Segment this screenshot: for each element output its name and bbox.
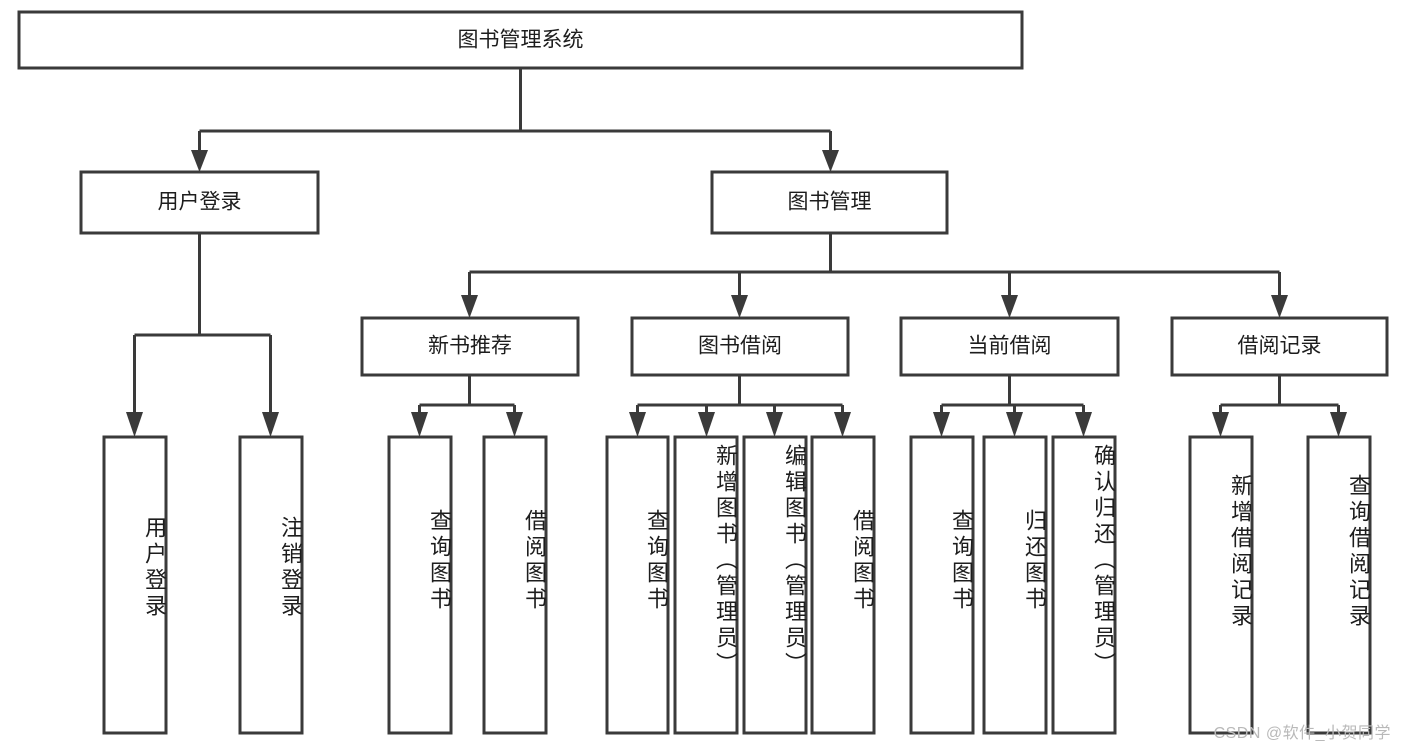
arrow-head-borrow-record — [1271, 295, 1288, 318]
node-box-leaf-edit-book[interactable] — [742, 435, 808, 735]
arrow-head-leaf-borrow-book — [834, 412, 851, 437]
node-box-leaf-logout[interactable] — [238, 435, 304, 735]
node-box-leaf-add-book[interactable] — [673, 435, 739, 735]
arrow-head-book-manage — [822, 150, 839, 172]
node-label-root: 图书管理系统 — [458, 29, 584, 52]
node-box-book-borrow[interactable] — [630, 316, 850, 377]
node-box-leaf-query-book-borrow[interactable] — [605, 435, 670, 735]
arrow-head-current-borrow — [1001, 295, 1018, 318]
node-label-user-login: 用户登录 — [158, 191, 242, 214]
node-label-borrow-record: 借阅记录 — [1238, 335, 1322, 358]
arrow-head-leaf-add-book — [698, 412, 715, 437]
node-box-current-borrow[interactable] — [899, 316, 1120, 377]
node-box-leaf-query-record[interactable] — [1306, 435, 1372, 735]
node-box-leaf-query-book-cur[interactable] — [909, 435, 975, 735]
node-box-new-book-rec[interactable] — [360, 316, 580, 377]
node-label-book-manage: 图书管理 — [788, 191, 872, 214]
arrow-head-book-borrow — [731, 295, 748, 318]
csdn-watermark: CSDN @软件_小贺同学 — [1213, 725, 1391, 742]
node-box-leaf-borrow-book-rec[interactable] — [482, 435, 548, 735]
node-layer: 图书管理系统 用户登录 图书管理 新书推荐 图书借阅 当前借阅 借阅记录 — [17, 10, 1389, 735]
node-box-user-login[interactable] — [79, 170, 320, 235]
arrow-head-leaf-return-book — [1006, 412, 1023, 437]
arrow-head-new-book-rec — [461, 295, 478, 318]
arrow-head-leaf-query-book-cur — [933, 412, 950, 437]
node-box-book-manage[interactable] — [710, 170, 949, 235]
node-box-leaf-return-book[interactable] — [982, 435, 1048, 735]
node-box-leaf-user-login[interactable] — [102, 435, 168, 735]
node-box-root[interactable] — [17, 10, 1024, 70]
arrow-head-leaf-borrow-book-rec — [506, 412, 523, 437]
arrow-head-leaf-query-record — [1330, 412, 1347, 437]
node-box-borrow-record[interactable] — [1170, 316, 1389, 377]
node-label-new-book-rec: 新书推荐 — [428, 335, 512, 358]
arrow-head-leaf-confirm-return — [1075, 412, 1092, 437]
node-box-leaf-query-book-rec[interactable] — [387, 435, 453, 735]
node-box-leaf-add-record[interactable] — [1188, 435, 1254, 735]
arrow-head-leaf-add-record — [1212, 412, 1229, 437]
arrow-head-leaf-edit-book — [766, 412, 783, 437]
connector-layer — [126, 68, 1347, 437]
node-box-leaf-borrow-book[interactable] — [810, 435, 876, 735]
arrow-head-leaf-logout — [262, 412, 279, 437]
node-label-book-borrow: 图书借阅 — [698, 335, 782, 358]
arrow-head-leaf-query-book-borrow — [629, 412, 646, 437]
node-label-current-borrow: 当前借阅 — [968, 335, 1052, 358]
arrow-head-leaf-user-login — [126, 412, 143, 437]
node-box-leaf-confirm-return[interactable] — [1051, 435, 1117, 735]
arrow-head-user-login — [191, 150, 208, 172]
arrow-head-leaf-query-book-rec — [411, 412, 428, 437]
